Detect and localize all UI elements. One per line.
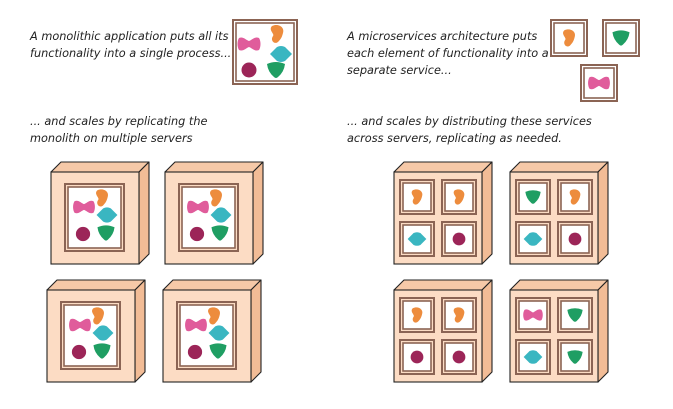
service-frame: [602, 19, 640, 57]
teal-diamond-icon: [96, 207, 118, 223]
orange-blob-icon: [563, 29, 576, 47]
green-shield-icon: [267, 62, 285, 78]
server: [393, 279, 493, 383]
service-frame: [557, 179, 593, 215]
caption-line: monolith on multiple servers: [30, 132, 193, 145]
orange-blob-icon: [210, 189, 223, 207]
monolith-frame: [60, 301, 121, 370]
green-shield-icon: [209, 343, 227, 359]
orange-blob-icon: [92, 307, 105, 325]
service-frame: [557, 221, 593, 257]
caption-line: separate service...: [347, 64, 452, 77]
monolith-caption: A monolithic application puts all its fu…: [30, 28, 231, 62]
service-frame: [515, 221, 551, 257]
teal-diamond-icon: [210, 207, 232, 223]
orange-blob-icon: [411, 307, 423, 323]
microservices-scale-caption: ... and scales by distributing these ser…: [347, 113, 592, 147]
maroon-circle-icon: [241, 62, 257, 78]
server: [46, 279, 146, 383]
service-frame: [399, 221, 435, 257]
server: [509, 161, 609, 265]
monolith-frame: [178, 183, 239, 252]
caption-line: A microservices architecture puts: [347, 30, 538, 43]
maroon-circle-icon: [568, 232, 582, 246]
service-frame: [557, 339, 593, 375]
monolith-frame: [64, 183, 125, 252]
orange-blob-icon: [411, 189, 423, 205]
pink-bowtie-icon: [237, 37, 261, 51]
service-frame: [580, 64, 618, 102]
teal-diamond-icon: [270, 46, 292, 62]
orange-blob-icon: [270, 24, 284, 43]
server: [509, 279, 609, 383]
caption-line: each element of functionality into a: [347, 47, 549, 60]
microservices-caption: A microservices architecture puts each e…: [347, 28, 549, 79]
service-frame: [515, 297, 551, 333]
orange-blob-icon: [453, 307, 465, 323]
maroon-circle-icon: [452, 350, 466, 364]
pink-bowtie-icon: [588, 76, 610, 90]
service-frame: [515, 179, 551, 215]
orange-blob-icon: [453, 189, 465, 205]
maroon-circle-icon: [189, 226, 205, 242]
green-shield-icon: [97, 225, 115, 241]
maroon-circle-icon: [187, 344, 203, 360]
teal-diamond-icon: [208, 325, 230, 341]
microservice-set: [550, 19, 640, 102]
service-frame: [550, 19, 588, 57]
green-shield-icon: [567, 308, 583, 322]
service-frame: [441, 221, 477, 257]
service-frame: [515, 339, 551, 375]
pink-bowtie-icon: [187, 200, 209, 214]
orange-blob-icon: [96, 189, 109, 207]
teal-diamond-icon: [407, 232, 427, 246]
pink-bowtie-icon: [69, 318, 91, 332]
pink-bowtie-icon: [185, 318, 207, 332]
green-shield-icon: [211, 225, 229, 241]
caption-line: ... and scales by distributing these ser…: [347, 115, 592, 128]
service-frame: [399, 179, 435, 215]
teal-diamond-icon: [523, 350, 543, 364]
pink-bowtie-icon: [73, 200, 95, 214]
monolith-frame: [176, 301, 237, 370]
caption-line: A monolithic application puts all its: [30, 30, 229, 43]
green-shield-icon: [612, 30, 630, 46]
monolith-scale-caption: ... and scales by replicating the monoli…: [30, 113, 207, 147]
service-frame: [441, 339, 477, 375]
orange-blob-icon: [208, 307, 221, 325]
green-shield-icon: [567, 350, 583, 364]
orange-blob-icon: [569, 189, 581, 205]
caption-line: across servers, replicating as needed.: [347, 132, 562, 145]
server: [50, 161, 150, 265]
maroon-circle-icon: [410, 350, 424, 364]
caption-line: ... and scales by replicating the: [30, 115, 208, 128]
maroon-circle-icon: [71, 344, 87, 360]
teal-diamond-icon: [523, 232, 543, 246]
server: [164, 161, 264, 265]
service-frame: [441, 297, 477, 333]
service-frame: [399, 339, 435, 375]
caption-line: functionality into a single process...: [30, 47, 232, 60]
monolith-process: [232, 19, 298, 85]
green-shield-icon: [525, 190, 541, 204]
monolith-servers: [46, 161, 264, 383]
maroon-circle-icon: [452, 232, 466, 246]
teal-diamond-icon: [92, 325, 114, 341]
service-frame: [399, 297, 435, 333]
service-frame: [441, 179, 477, 215]
green-shield-icon: [93, 343, 111, 359]
maroon-circle-icon: [75, 226, 91, 242]
server: [162, 279, 262, 383]
monolith-frame: [232, 19, 298, 85]
pink-bowtie-icon: [523, 309, 543, 321]
microservice-servers: [393, 161, 609, 383]
service-frame: [557, 297, 593, 333]
server: [393, 161, 493, 265]
